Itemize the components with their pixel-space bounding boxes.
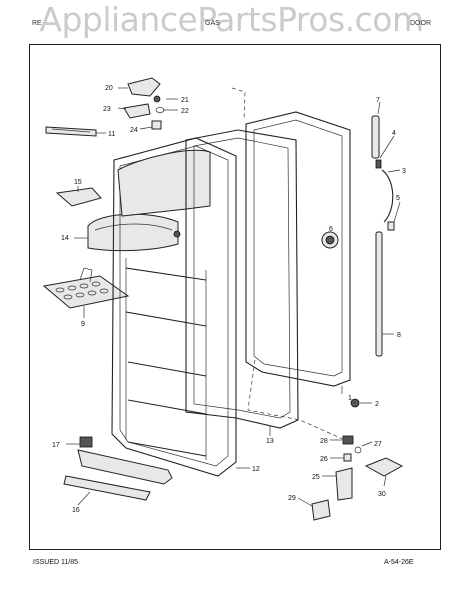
callout-26: 26 — [320, 456, 328, 463]
callout-12: 12 — [252, 466, 260, 473]
callout-9: 9 — [81, 321, 85, 328]
shelf-flap — [55, 187, 102, 207]
bottom-hinge-assembly — [311, 435, 404, 521]
egg-tray — [42, 267, 130, 309]
callout-15: 15 — [74, 179, 82, 186]
diagram-code: A-54-26E — [384, 559, 414, 566]
hinge-washer — [155, 107, 165, 113]
callout-labels: 1 2 3 4 5 6 7 8 9 11 12 13 14 15 16 17 2… — [52, 85, 406, 514]
header-right: DOOR — [410, 20, 431, 27]
header-left: RE — [32, 20, 42, 27]
callout-11: 11 — [108, 131, 115, 138]
callout-24: 24 — [130, 127, 138, 134]
callout-27: 27 — [374, 441, 382, 448]
callout-8: 8 — [397, 332, 401, 339]
inner-door-liner — [111, 137, 237, 477]
top-hinge-bracket — [127, 77, 161, 97]
guide-line-hinge-bottom — [247, 359, 346, 441]
callout-1: 1 — [348, 395, 352, 402]
handle-fitting — [321, 231, 339, 249]
hinge-bushing — [151, 120, 162, 130]
bottom-bin-assembly — [63, 436, 173, 501]
callout-14: 14 — [61, 235, 69, 242]
callout-4: 4 — [392, 130, 396, 137]
callout-21: 21 — [181, 97, 189, 104]
callout-23: 23 — [103, 106, 111, 113]
door-handle-assembly — [371, 115, 395, 357]
watermark: AppliancePartsPros.com — [39, 0, 424, 39]
header-center: GAS — [205, 20, 220, 27]
callout-22: 22 — [181, 108, 189, 115]
callout-16: 16 — [72, 507, 80, 514]
callout-30: 30 — [378, 491, 386, 498]
callout-25: 25 — [312, 474, 320, 481]
callout-7: 7 — [376, 97, 380, 104]
callout-28: 28 — [320, 438, 328, 445]
diagram-frame — [29, 44, 441, 550]
callout-20: 20 — [105, 85, 113, 92]
callout-13: 13 — [266, 438, 274, 445]
outer-door-panel — [245, 111, 351, 387]
leader-lines — [66, 87, 401, 507]
door-plug — [350, 398, 360, 408]
callout-5: 5 — [396, 195, 400, 202]
callout-3: 3 — [402, 168, 406, 175]
callout-2: 2 — [375, 401, 379, 408]
dairy-door — [87, 213, 181, 252]
hinge-screw — [153, 95, 161, 103]
callout-6: 6 — [329, 226, 333, 233]
door-stop-bar — [45, 126, 97, 137]
hinge-plate — [123, 103, 151, 119]
callout-17: 17 — [52, 442, 60, 449]
issued-date: ISSUED 11/85 — [33, 559, 79, 566]
guide-line-hinge-top — [231, 87, 246, 121]
top-hinge-assembly — [123, 77, 165, 130]
callout-29: 29 — [288, 495, 296, 502]
